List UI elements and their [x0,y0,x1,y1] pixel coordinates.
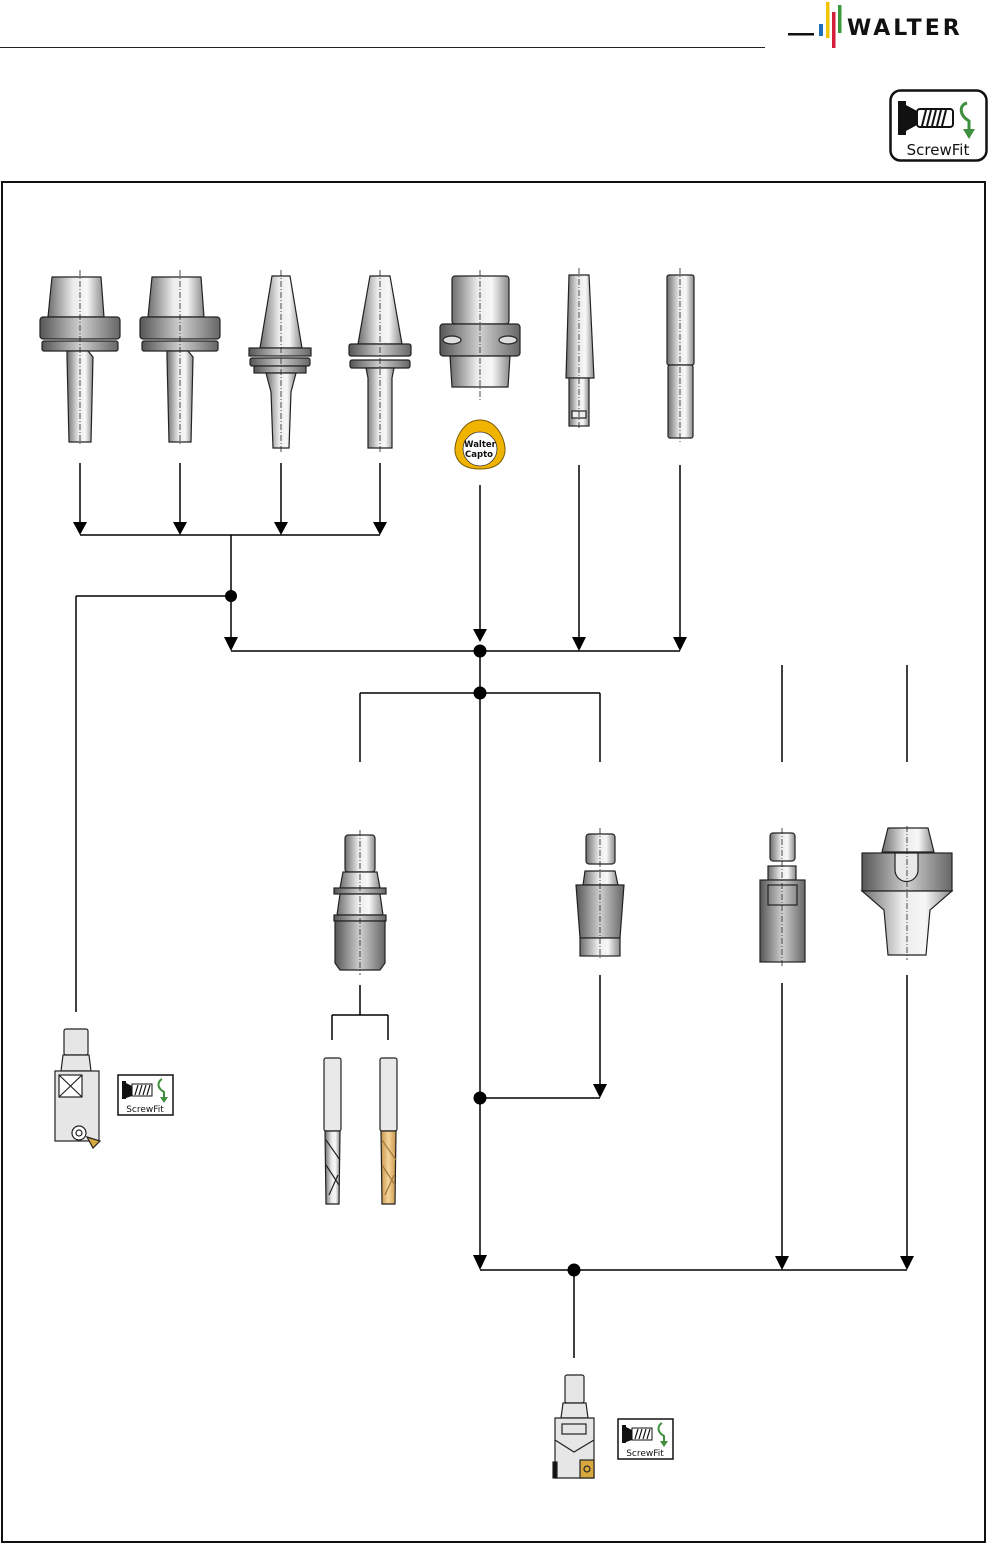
arrow-head [473,629,487,642]
junction-dot [474,687,487,700]
holder-tapered-shank[interactable] [566,268,594,428]
tool-solid-end-mill-uncoated[interactable] [324,1058,341,1204]
adaptor-cylindrical[interactable] [760,828,805,966]
arrow-head [73,522,87,535]
arrow-head [224,637,238,651]
tool-milling-cutter-left[interactable] [55,1029,100,1148]
junction-dot [474,1092,487,1105]
tool-solid-end-mill-coated[interactable] [380,1058,397,1204]
screwfit-badge-left: ScrewFit [118,1075,173,1115]
screwfit-label: ScrewFit [126,1105,164,1115]
arrow-head [673,637,687,651]
capto-text-2: Capto [465,450,493,460]
arrow-head [274,522,288,535]
junction-dot [474,645,487,658]
junction-dot [568,1264,581,1277]
holder-cylindrical-shank[interactable] [667,268,694,442]
capto-text-1: Walter [464,440,497,450]
screwfit-label: ScrewFit [626,1449,664,1459]
holder-sk-steep-taper[interactable] [249,270,311,452]
arrow-head [572,637,586,651]
arrow-head [373,522,387,535]
walter-capto-badge: Walter Capto [455,420,505,469]
screwfit-badge-bottom: ScrewFit [618,1419,673,1459]
junction-dot [225,590,237,602]
arrow-head [775,1256,789,1270]
arrow-head [593,1084,607,1098]
holder-walter-capto[interactable] [440,270,520,400]
tool-milling-cutter-bottom[interactable] [553,1375,594,1478]
holder-bt-mas[interactable] [349,270,411,452]
arrow-head [173,522,187,535]
adaptor-conical[interactable] [576,828,624,960]
arrow-head [900,1256,914,1270]
holder-hsk-a-2[interactable] [140,270,220,445]
arrow-head [473,1255,487,1270]
holder-hsk-a-1[interactable] [40,270,120,445]
adaptor-collet-chuck[interactable] [334,830,386,975]
adaptor-flange[interactable] [862,826,952,960]
